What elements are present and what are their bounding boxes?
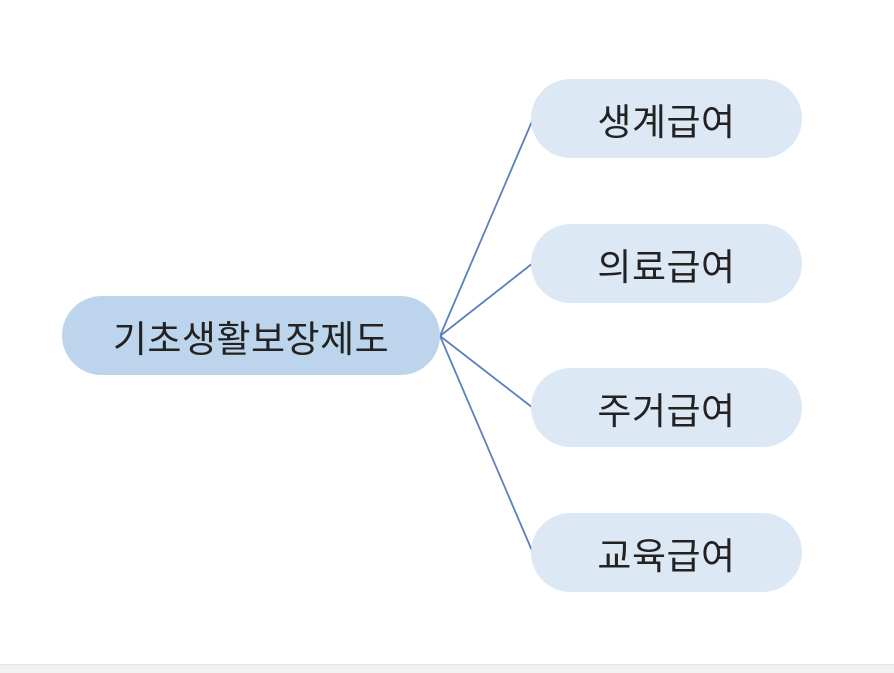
child-node-label: 주거급여 [597, 389, 736, 433]
child-node-2: 의료급여 [531, 224, 802, 303]
child-node-label: 생계급여 [597, 100, 736, 144]
root-node: 기초생활보장제도 [62, 296, 440, 375]
connector-line-4 [439, 335, 534, 554]
child-node-label: 의료급여 [597, 245, 736, 289]
child-node-4: 교육급여 [531, 513, 802, 592]
child-node-label: 교육급여 [597, 534, 736, 578]
connector-line-1 [439, 118, 534, 337]
child-node-1: 생계급여 [531, 79, 802, 158]
connector-line-3 [439, 335, 534, 409]
root-node-label: 기초생활보장제도 [112, 317, 390, 361]
bottom-divider [0, 664, 894, 673]
child-node-3: 주거급여 [531, 368, 802, 447]
connector-line-2 [439, 262, 534, 337]
